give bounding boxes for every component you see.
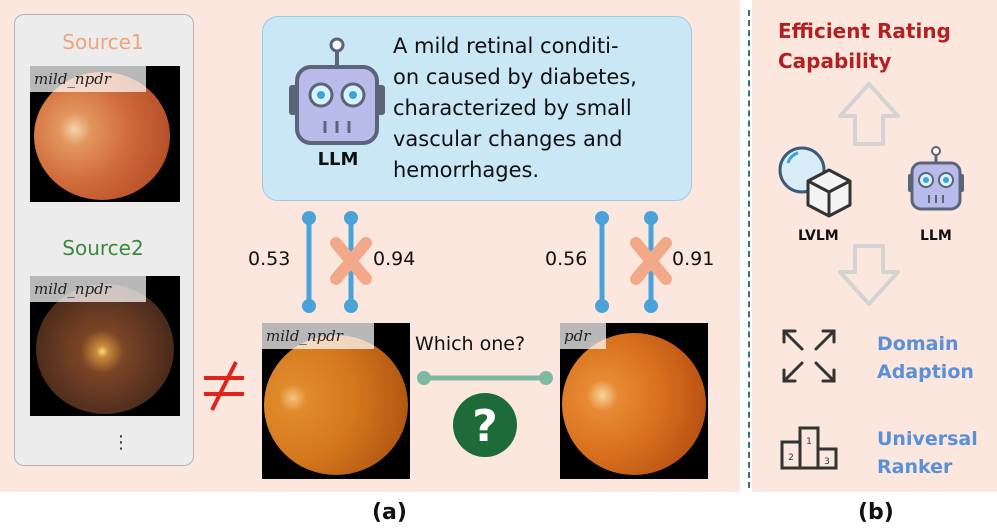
arrow-up-icon [838,82,900,146]
efficient-rating-title: Efficient Rating Capability [778,16,988,76]
caption-b: (b) [858,500,894,525]
source1-tag: mild_npdr [30,66,146,92]
universal-ranker-label: Universal Ranker [877,425,978,481]
more-sources-ellipsis: ⋮ [112,432,130,453]
right-kept-connector [595,211,609,313]
podium-icon: 2 1 3 [780,426,838,470]
expand-arrows-icon [782,329,836,383]
left-kept-connector [302,211,316,313]
right-crossed-score: 0.91 [672,248,715,270]
compare-right-tag: pdr [560,323,606,349]
svg-text:?: ? [472,401,498,452]
compare-left-fundus-image: mild_npdr [262,323,410,479]
domain-line: Adaption [877,361,974,383]
llm-robot-label: LLM [317,149,359,170]
llm-text-line: vascular changes and [393,127,623,151]
llm-text-line: on caused by diabetes, [393,65,637,89]
domain-adaption-label: Domain Adaption [877,330,974,386]
not-equal-icon [204,361,244,411]
ranker-line: Ranker [877,456,953,478]
source2-fundus-image: mild_npdr [30,276,180,416]
question-mark-icon: ? [453,393,517,457]
title-line: Efficient Rating [778,19,951,43]
svg-text:2: 2 [788,453,794,463]
llm-text-line: hemorrhages. [393,158,540,182]
panel-divider [748,10,750,488]
domain-line: Domain [877,333,959,355]
which-one-question: Which one? [415,333,526,355]
svg-text:1: 1 [806,437,812,447]
llm-description-text: A mild retinal conditi- on caused by dia… [393,31,683,186]
arrow-down-icon [838,244,900,306]
caption-a: (a) [372,500,407,525]
title-line: Capability [778,49,892,73]
lvlm-icon [778,146,852,218]
left-kept-score: 0.53 [248,248,291,270]
llm-text-line: A mild retinal conditi- [393,34,619,58]
compare-right-fundus-image: pdr [560,323,708,479]
right-cross-icon [630,237,672,285]
llm-label: LLM [920,228,952,244]
left-cross-icon [330,237,372,285]
left-crossed-score: 0.94 [373,248,416,270]
source2-tag: mild_npdr [30,276,146,302]
llm-small-robot-icon [908,146,964,211]
right-kept-score: 0.56 [545,248,588,270]
llm-description-box: LLM A mild retinal conditi- on caused by… [262,16,692,201]
source1-fundus-image: mild_npdr [30,66,180,202]
source2-label: Source2 [62,236,144,260]
lvlm-label: LVLM [798,228,839,244]
svg-text:3: 3 [824,457,830,467]
source1-label: Source1 [62,30,144,54]
ranker-line: Universal [877,428,978,450]
comparison-link [417,371,553,385]
llm-robot-icon [289,37,385,145]
compare-left-tag: mild_npdr [262,323,374,349]
llm-text-line: characterized by small [393,96,632,120]
panel-b-graphics: 2 1 3 [778,82,964,470]
